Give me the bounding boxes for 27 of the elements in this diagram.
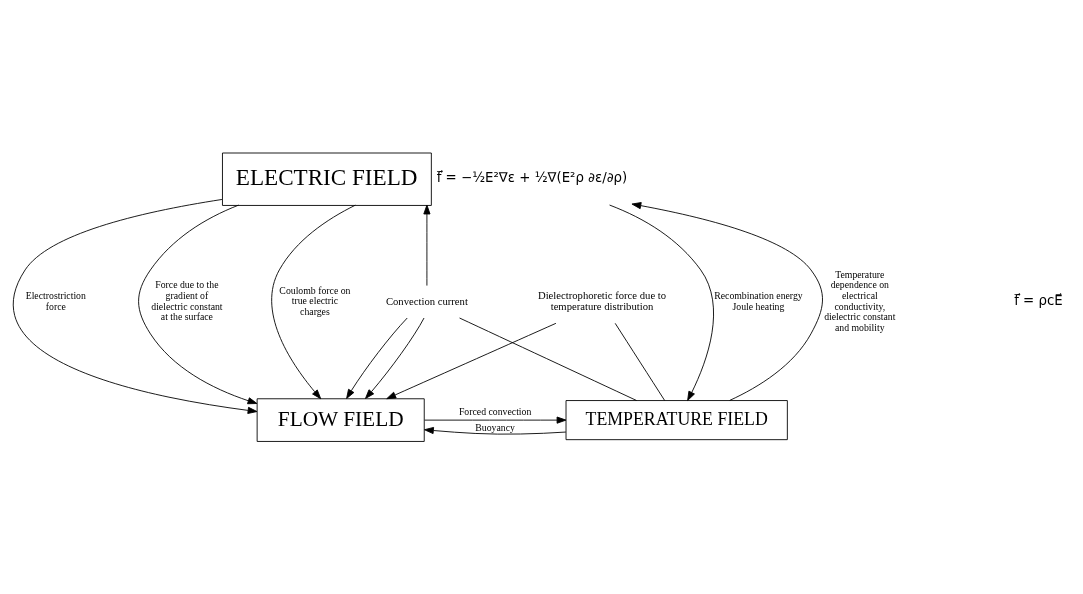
edge-label: Coulomb force on true electric charges (279, 284, 351, 318)
node-text: Convection current (385, 295, 468, 307)
node-label: f⃗ = −½E²∇ε + ½∇(E²ρ ∂ε/∂ρ) (436, 170, 628, 186)
arrow (346, 317, 408, 399)
node-box: FLOW FIELD (256, 398, 425, 442)
arrow (271, 204, 356, 400)
arrow (138, 204, 258, 405)
edge-label: Temperature dependence on electrical conductivity, dielectric constant and mobility (824, 268, 896, 334)
arrow (423, 204, 431, 287)
edge-label: Force due to the gradient of dielectric constant at the surface (151, 279, 223, 323)
edge-label: Buoyancy (475, 421, 515, 433)
arrow (386, 322, 557, 400)
arrow (424, 416, 567, 424)
node-text: Dielectrophoretic force due to temperature distribution (537, 289, 667, 313)
edge-label: Recombination energy Joule heating (714, 290, 803, 312)
edge-label: Forced convection (458, 405, 532, 417)
node-box: ELECTRIC FIELD (222, 152, 432, 206)
edge-label: Electrostriction force (25, 290, 86, 312)
arrow (609, 204, 714, 401)
arrow (365, 317, 425, 399)
node-box: TEMPERATURE FIELD (565, 400, 788, 441)
connector (459, 317, 638, 401)
connector (614, 322, 666, 401)
label: f⃗ = ρcE⃗ (1014, 293, 1063, 308)
arrow (424, 426, 567, 435)
arrow (631, 202, 823, 401)
arrow (13, 199, 258, 414)
